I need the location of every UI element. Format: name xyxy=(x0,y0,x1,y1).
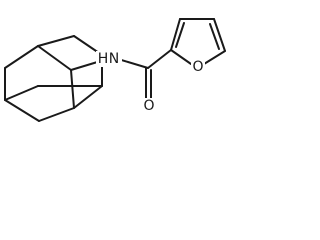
bond-ad-1 xyxy=(4,45,39,69)
bond-ad-4 xyxy=(37,45,72,71)
bond-carbonyl-furan xyxy=(147,49,172,69)
furan-ring xyxy=(170,18,226,65)
bond-n-carbonyl xyxy=(117,58,149,69)
carbonyl-oxygen-label: O xyxy=(143,98,154,114)
nh-label-background xyxy=(96,51,122,67)
nh-label: H xyxy=(98,51,109,67)
bond-ad-13 xyxy=(73,85,103,109)
bond-ad-10 xyxy=(4,85,39,101)
bond-furan-c4-c5 xyxy=(213,18,226,52)
carbonyl-o-label-background xyxy=(142,98,156,114)
bond-furan-c2-c3 xyxy=(170,18,181,51)
n-label: N xyxy=(109,51,119,67)
furan-o-label-background xyxy=(191,59,205,75)
furan-oxygen-label: O xyxy=(192,59,203,75)
bond-ad-8 xyxy=(4,99,40,122)
atom-labels: H N O O xyxy=(96,51,205,114)
bond-ad-2 xyxy=(37,35,75,47)
bond-furan-c4-c5-inner xyxy=(209,23,220,50)
adamantyl-group xyxy=(4,35,105,122)
bond-ad-5 xyxy=(70,69,75,109)
bond-furan-c2-c3-inner xyxy=(175,22,185,48)
bond-furan-o-c2 xyxy=(170,49,192,65)
amide-linker xyxy=(117,49,172,99)
n-atom-label: N xyxy=(109,51,119,67)
nh-h-label: H xyxy=(98,51,109,67)
chemical-structure-diagram: H N O O xyxy=(4,18,226,122)
bond-ad-9 xyxy=(38,107,75,122)
bond-furan-c5-o xyxy=(203,50,226,65)
